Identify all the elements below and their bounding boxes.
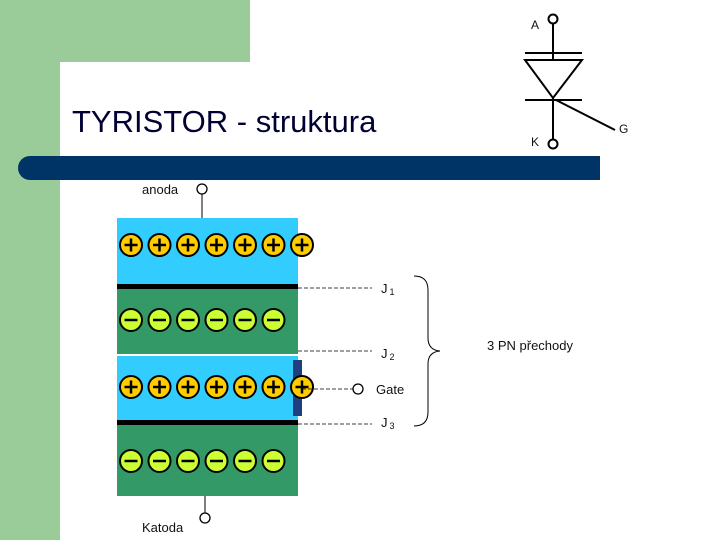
page-title: TYRISTOR - struktura [72, 104, 377, 139]
symbol-cathode-terminal [547, 138, 559, 150]
gate-terminal [352, 383, 364, 395]
junction-line-1 [117, 284, 298, 289]
plus-charge-icon [204, 233, 229, 257]
plus-charge-icon [233, 233, 257, 257]
minus-charges-row-2 [119, 449, 286, 473]
plus-charge-icon [176, 233, 200, 257]
plus-charge-icon [261, 233, 286, 257]
minus-charge-icon [204, 449, 229, 473]
minus-charge-icon [176, 449, 200, 473]
plus-charge-icon [233, 375, 257, 399]
plus-charge-icon [119, 233, 143, 257]
cathode-terminal [199, 512, 211, 524]
minus-charges-row-1 [119, 308, 286, 332]
pn-junctions-label: 3 PN přechody [487, 338, 573, 353]
plus-charge-icon [119, 375, 143, 399]
minus-charge-icon [147, 308, 172, 332]
junction-2-letter: J [381, 346, 388, 361]
plus-charge-icon [147, 375, 172, 399]
minus-charge-icon [176, 308, 200, 332]
minus-charge-icon [147, 449, 172, 473]
junction-1-letter: J [381, 281, 388, 296]
title-divider-bar-end [560, 156, 600, 180]
junction-bracket [413, 275, 441, 427]
junction-3-letter: J [381, 415, 388, 430]
minus-charge-icon [261, 449, 286, 473]
minus-charge-icon [261, 308, 286, 332]
left-green-band [0, 0, 60, 540]
symbol-triangle [523, 59, 585, 100]
cathode-label: Katoda [142, 520, 184, 535]
symbol-gate-label: G [619, 122, 629, 136]
junction-line-3 [117, 420, 298, 425]
minus-charge-icon [119, 449, 143, 473]
junction-3-index: 3 [389, 421, 395, 431]
anode-label: anoda [142, 182, 179, 197]
junction-1-index: 1 [389, 287, 395, 297]
plus-charge-icon [261, 375, 286, 399]
plus-charge-icon [290, 375, 314, 399]
plus-charge-icon [176, 375, 200, 399]
title-divider-bar [18, 156, 600, 180]
symbol-cathode-label: K [531, 135, 540, 149]
junction-2-index: 2 [389, 352, 395, 362]
plus-charge-icon [290, 233, 314, 257]
plus-charge-icon [204, 375, 229, 399]
minus-charge-icon [233, 308, 257, 332]
minus-charge-icon [119, 308, 143, 332]
symbol-anode-terminal [547, 13, 559, 25]
plus-charges-row-1 [119, 233, 314, 257]
symbol-gate-lead [555, 99, 616, 131]
minus-charge-icon [233, 449, 257, 473]
thyristor-symbol-icon [523, 13, 616, 150]
gate-label: Gate [376, 382, 405, 397]
symbol-anode-label: A [531, 18, 540, 32]
anode-terminal [196, 183, 208, 195]
minus-charge-icon [204, 308, 229, 332]
plus-charge-icon [147, 233, 172, 257]
plus-charges-row-2 [119, 375, 314, 399]
